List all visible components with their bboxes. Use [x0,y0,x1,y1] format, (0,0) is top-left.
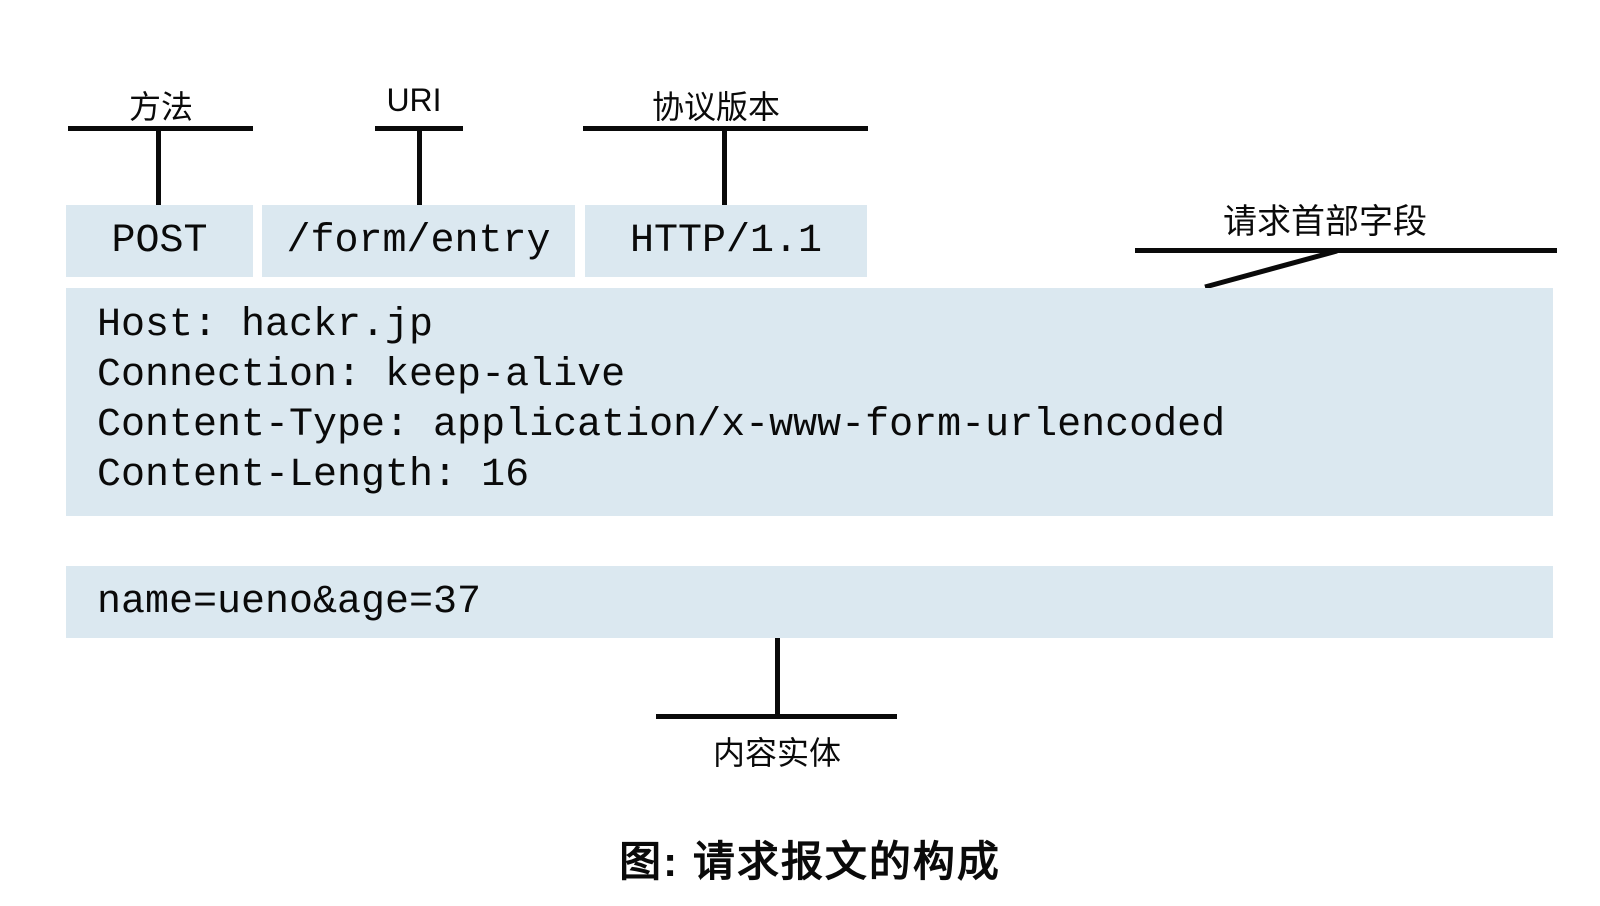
headers-pointer-line [1204,248,1338,290]
header-line: Connection: keep-alive [97,353,626,398]
entity-label: 内容实体 [712,735,842,771]
header-line: Content-Type: application/x-www-form-url… [97,403,1226,448]
header-line: Content-Length: 16 [97,453,530,498]
figure-caption: 图: 请求报文的构成 [619,838,1001,885]
header-line: Host: hackr.jp [97,303,434,348]
uri-label: URI [386,82,442,118]
headers-box: Host: hackr.jp Connection: keep-alive Co… [66,288,1553,516]
version-box: HTTP/1.1 [585,205,867,277]
method-box: POST [66,205,253,277]
uri-box: /form/entry [262,205,575,277]
version-label: 协议版本 [651,89,781,125]
headers-label: 请求首部字段 [1223,203,1427,241]
method-label: 方法 [128,89,194,125]
entity-body-box: name=ueno&age=37 [66,566,1553,638]
